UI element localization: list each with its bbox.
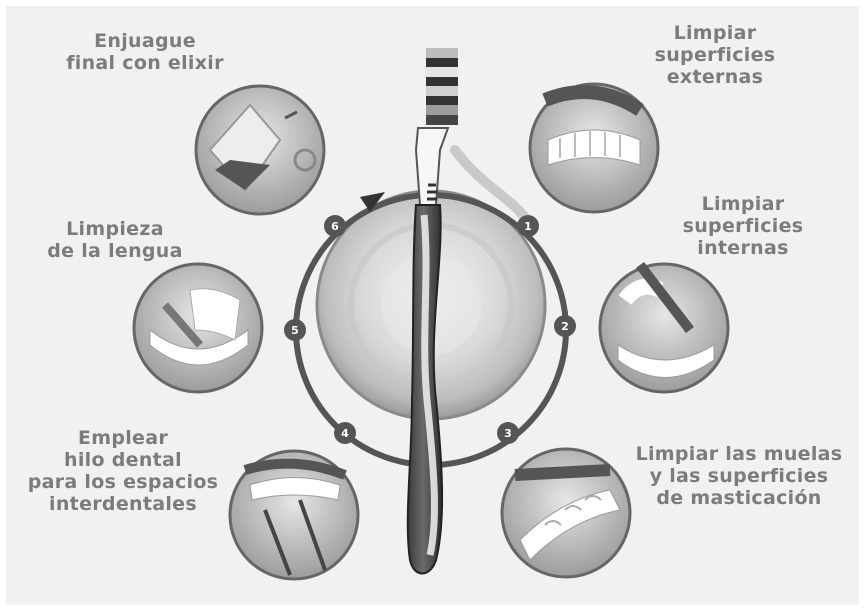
step-marker-2: 2 xyxy=(554,315,576,337)
step-label-6: Enjuague final con elixir xyxy=(60,30,230,74)
step-number-2: 2 xyxy=(561,320,569,333)
step-marker-1: 1 xyxy=(517,215,539,237)
thumbnail-step-2 xyxy=(600,264,728,392)
toothbrush-bristles xyxy=(426,48,458,125)
thumbnail-step-6 xyxy=(196,86,324,214)
step-number-1: 1 xyxy=(524,220,532,233)
thumbnail-step-1 xyxy=(530,84,658,212)
step-label-1: Limpiar superficies externas xyxy=(640,22,790,88)
step-label-3: Limpiar las muelas y las superficies de … xyxy=(624,443,854,509)
step-label-2: Limpiar superficies internas xyxy=(668,193,818,259)
step-marker-6: 6 xyxy=(324,215,346,237)
step-marker-5: 5 xyxy=(284,319,306,341)
step-label-5: Limpieza de la lengua xyxy=(30,218,200,262)
step-number-3: 3 xyxy=(504,427,512,440)
step-label-4: Emplear hilo dental para los espacios in… xyxy=(18,427,228,515)
step-number-4: 4 xyxy=(341,427,349,440)
step-marker-3: 3 xyxy=(497,422,519,444)
thumbnail-step-5 xyxy=(134,264,262,392)
thumbnail-step-4 xyxy=(230,451,358,579)
step-number-6: 6 xyxy=(331,220,339,233)
thumbnail-step-3 xyxy=(502,449,630,577)
step-marker-4: 4 xyxy=(334,422,356,444)
step-number-5: 5 xyxy=(291,324,299,337)
